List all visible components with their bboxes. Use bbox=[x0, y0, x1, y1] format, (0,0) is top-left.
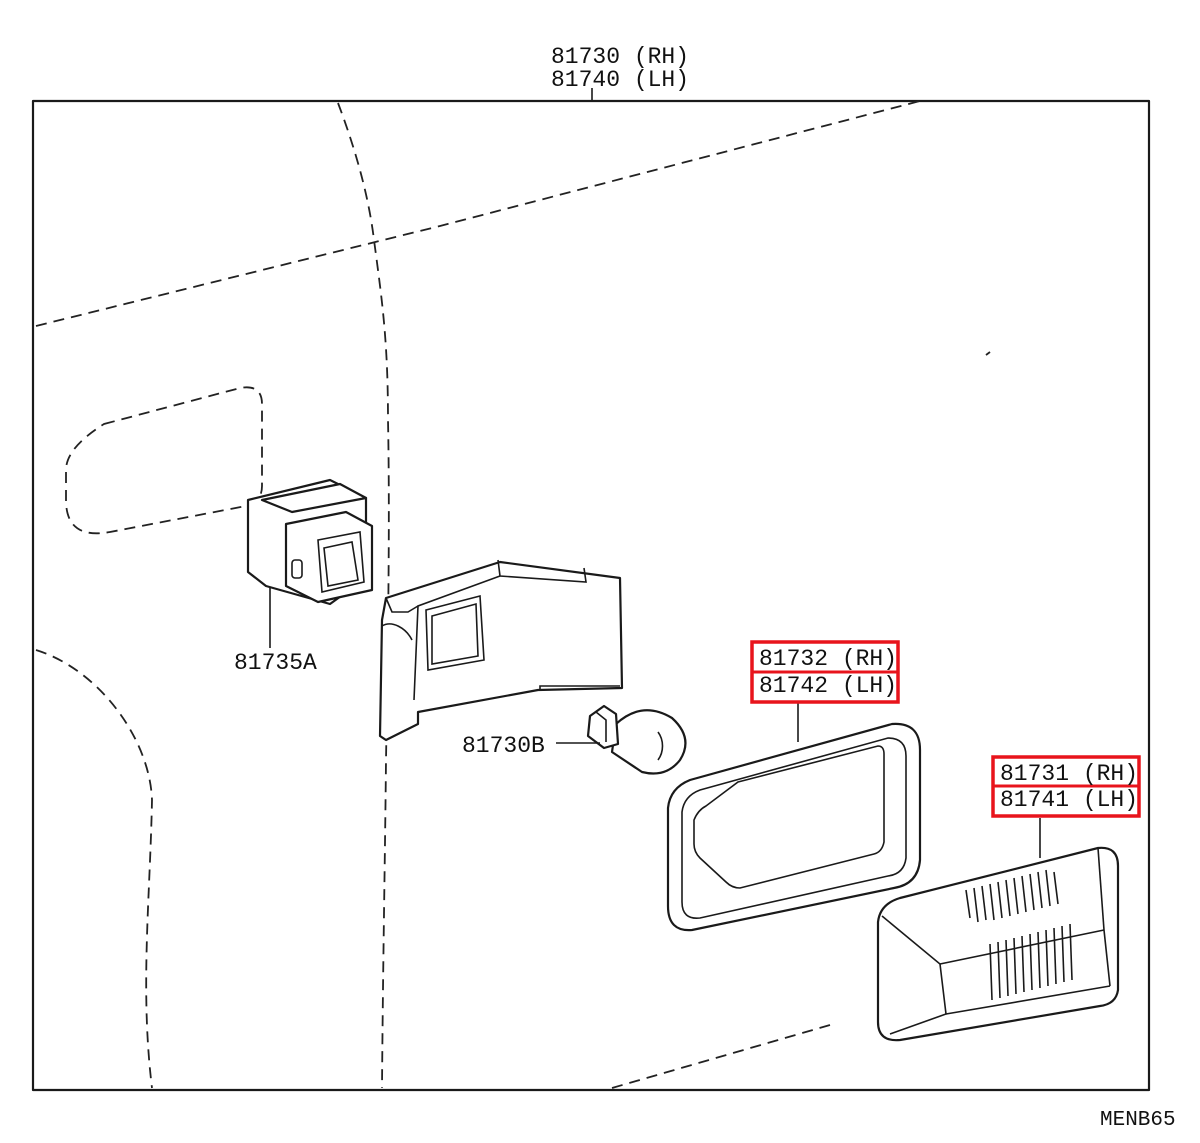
lens-label-rh: 81731 (RH) bbox=[1000, 761, 1138, 787]
lens-label-lh: 81741 (LH) bbox=[1000, 787, 1138, 813]
lens-ribs bbox=[965, 869, 1073, 1001]
lens-highlight bbox=[991, 755, 1141, 818]
top-label-lh: 81740 (LH) bbox=[551, 67, 689, 93]
gasket-highlight bbox=[750, 640, 900, 704]
body-contour-lines bbox=[35, 100, 991, 1089]
bracket-part bbox=[378, 559, 624, 742]
socket-part bbox=[246, 478, 374, 606]
gasket-label-rh: 81732 (RH) bbox=[759, 646, 897, 672]
bulb-part bbox=[586, 704, 687, 775]
diagram-code: MENB65 bbox=[1100, 1109, 1176, 1132]
lens-part bbox=[876, 846, 1120, 1042]
body-cutout bbox=[65, 386, 263, 535]
gasket-part bbox=[666, 722, 922, 932]
bulb-label: 81730B bbox=[462, 733, 545, 759]
top-label-rh: 81730 (RH) bbox=[551, 44, 689, 70]
socket-label: 81735A bbox=[234, 650, 317, 676]
gasket-label-lh: 81742 (LH) bbox=[759, 673, 897, 699]
diagram-frame bbox=[31, 99, 1151, 1092]
